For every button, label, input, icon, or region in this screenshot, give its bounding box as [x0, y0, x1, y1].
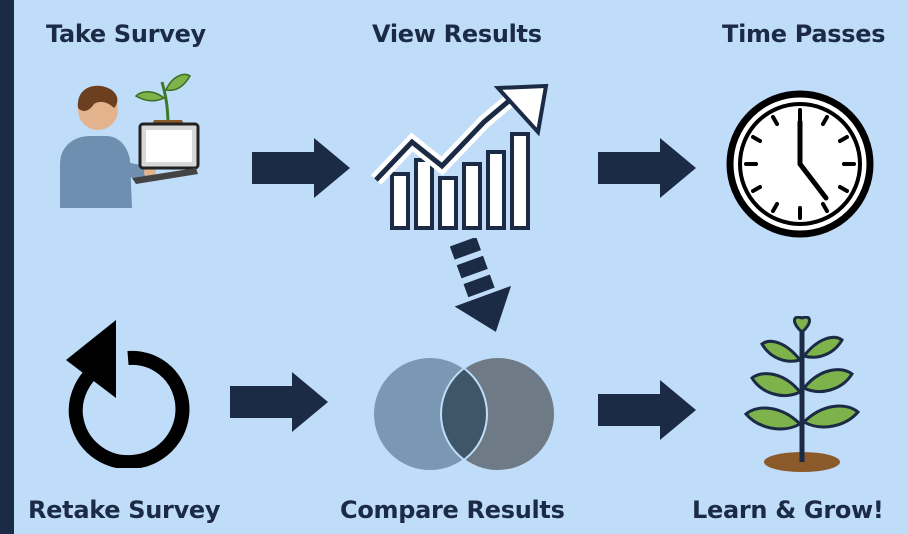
diagram-panel: Take Survey View Results Time Passes Ret… — [14, 0, 908, 534]
step-label-compare-results: Compare Results — [340, 496, 565, 524]
step-label-take-survey: Take Survey — [46, 20, 206, 48]
arrow-down-dashed-icon — [449, 238, 512, 332]
clock-icon — [726, 90, 874, 238]
step-label-learn-grow: Learn & Grow! — [692, 496, 884, 524]
arrow-right-icon — [598, 138, 696, 198]
arrow-right-icon — [230, 372, 328, 432]
step-label-retake-survey: Retake Survey — [28, 496, 221, 524]
step-label-time-passes: Time Passes — [722, 20, 886, 48]
person-with-laptop-icon — [60, 73, 200, 208]
arrow-right-icon — [598, 380, 696, 440]
rising-bar-chart-arrow-icon — [370, 83, 549, 230]
overlapping-circles-icon — [372, 356, 556, 472]
sprouting-plant-icon — [743, 316, 861, 472]
arrow-right-icon — [252, 138, 350, 198]
step-label-view-results: View Results — [372, 20, 542, 48]
counterclockwise-arrow-icon — [66, 320, 190, 468]
